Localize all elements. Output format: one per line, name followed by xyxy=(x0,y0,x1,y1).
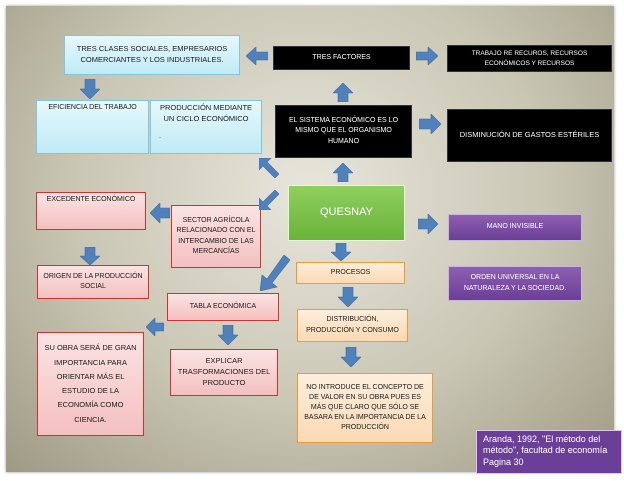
node-quesnay: QUESNAY xyxy=(288,185,405,241)
arrow-up-icon xyxy=(333,163,353,182)
node-tabla-economica: TABLA ECONÓMICA xyxy=(167,293,279,321)
node-tres-factores: TRES FACTORES xyxy=(273,46,410,70)
node-procesos: PROCESOS xyxy=(296,262,405,284)
arrow-down-left-icon xyxy=(259,190,279,210)
node-distribucion-label: DISTRIBUCIÓN, PRODUCCIÓN Y CONSUMO xyxy=(306,316,399,334)
node-eficiencia: EFICIENCIA DEL TRABAJO xyxy=(36,100,149,154)
node-tres-clases: TRES CLASES SOCIALES, EMPRESARIOS COMERC… xyxy=(64,35,240,75)
arrow-right-icon xyxy=(416,47,438,65)
arrow-left-icon xyxy=(146,318,164,336)
node-origen: ORIGEN DE LA PRODUCCIÓN SOCIAL xyxy=(37,265,149,299)
node-sector-agricola-label: SECTOR AGRÍCOLA RELACIONADO CON EL INTER… xyxy=(176,217,256,255)
node-su-obra: SU OBRA SERÁ DE GRAN IMPORTANCIA PARA OR… xyxy=(37,332,144,436)
node-explicar: EXPLICAR TRASFORMACIONES DEL PRODUCTO xyxy=(170,349,278,396)
arrow-down-icon xyxy=(331,243,351,261)
citation-box: Aranda, 1992, "El método del método", fa… xyxy=(476,430,622,474)
node-orden-universal: ORDEN UNIVERSAL EN LA NATURALEZA Y LA SO… xyxy=(448,266,582,301)
node-sector-agricola: SECTOR AGRÍCOLA RELACIONADO CON EL INTER… xyxy=(171,205,261,268)
node-procesos-label: PROCESOS xyxy=(330,268,371,276)
node-disminucion: DISMINUCIÓN DE GASTOS ESTÉRILES xyxy=(447,109,612,162)
arrow-left-icon xyxy=(150,203,170,223)
node-tabla-economica-label: TABLA ECONÓMICA xyxy=(189,302,257,310)
node-mano-invisible: MANO INVISIBLE xyxy=(448,214,582,241)
arrow-down-icon xyxy=(80,247,100,265)
node-tres-factores-label: TRES FACTORES xyxy=(312,53,371,61)
arrow-down-icon xyxy=(341,347,361,367)
arrow-up-left-icon xyxy=(259,158,279,178)
arrow-up-icon xyxy=(333,83,353,102)
node-orden-universal-label: ORDEN UNIVERSAL EN LA NATURALEZA Y LA SO… xyxy=(463,274,567,292)
node-no-introduce-label: NO INTRODUCE EL CONCEPTO DE DE VALOR EN … xyxy=(304,383,426,432)
node-distribucion: DISTRIBUCIÓN, PRODUCCIÓN Y CONSUMO xyxy=(297,309,408,342)
node-disminucion-label: DISMINUCIÓN DE GASTOS ESTÉRILES xyxy=(459,130,600,140)
node-tres-clases-label: TRES CLASES SOCIALES, EMPRESARIOS COMERC… xyxy=(76,44,228,64)
citation-text: Aranda, 1992, "El método del método", fa… xyxy=(483,434,608,467)
node-excedente-label: EXCEDENTE ECONÓMICO xyxy=(46,196,136,203)
node-produccion-ciclo-dot: . xyxy=(159,130,162,140)
arrow-down-icon xyxy=(80,79,100,99)
node-produccion-ciclo: PRODUCCIÓN MEDIANTE UN CICLO ECONÓMICO. xyxy=(150,100,262,154)
arrow-left-icon xyxy=(246,47,268,65)
arrow-down-left-icon xyxy=(260,255,290,291)
arrow-right-icon xyxy=(419,114,441,134)
node-trabajo-re: TRABAJO RE RECUROS, RECURSOS ECONÓMICOS … xyxy=(447,45,612,72)
node-origen-label: ORIGEN DE LA PRODUCCIÓN SOCIAL xyxy=(43,272,143,290)
node-no-introduce: NO INTRODUCE EL CONCEPTO DE DE VALOR EN … xyxy=(297,373,433,443)
node-su-obra-label: SU OBRA SERÁ DE GRAN IMPORTANCIA PARA OR… xyxy=(44,343,137,424)
node-quesnay-label: QUESNAY xyxy=(320,206,373,219)
node-produccion-ciclo-label: PRODUCCIÓN MEDIANTE UN CICLO ECONÓMICO xyxy=(159,103,253,123)
node-trabajo-re-label: TRABAJO RE RECUROS, RECURSOS ECONÓMICOS … xyxy=(471,49,588,67)
arrow-down-icon xyxy=(338,287,358,307)
arrow-down-icon xyxy=(218,325,238,345)
node-explicar-label: EXPLICAR TRASFORMACIONES DEL PRODUCTO xyxy=(177,356,271,387)
node-excedente: EXCEDENTE ECONÓMICO xyxy=(36,192,146,230)
node-sistema-economico-label: EL SISTEMA ECONÓMICO ES LO MISMO QUE EL … xyxy=(288,117,399,145)
node-eficiencia-label: EFICIENCIA DEL TRABAJO xyxy=(48,104,137,111)
node-mano-invisible-label: MANO INVISIBLE xyxy=(486,223,544,231)
arrow-right-icon xyxy=(418,214,438,234)
node-sistema-economico: EL SISTEMA ECONÓMICO ES LO MISMO QUE EL … xyxy=(275,105,412,158)
